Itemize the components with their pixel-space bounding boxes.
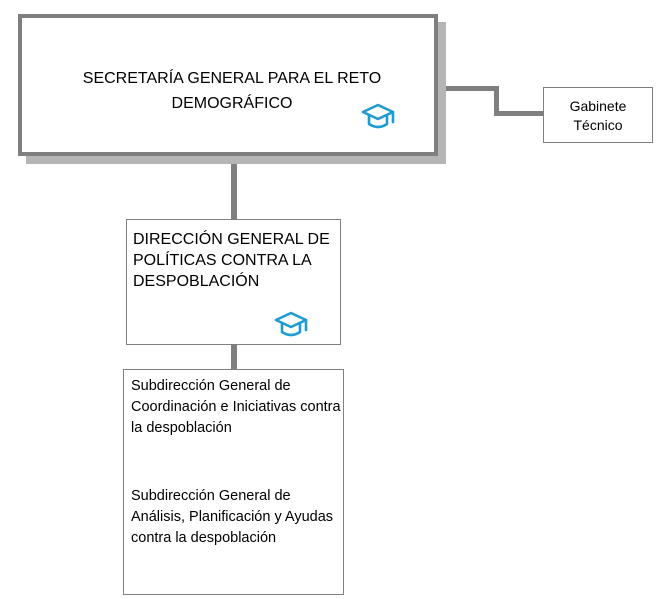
secretaria-general-title: SECRETARÍA GENERAL PARA EL RETO DEMOGRÁF… [82,70,382,112]
subdirecciones-box: Subdirección General de Coordinación e I… [123,369,344,595]
direccion-general-title: DIRECCIÓN GENERAL DE POLÍTICAS CONTRA LA… [133,231,330,290]
connector-main-to-gabinete-v [494,86,499,115]
secretaria-general-box[interactable]: SECRETARÍA GENERAL PARA EL RETO DEMOGRÁF… [18,14,438,156]
connector-main-to-gabinete-h2 [494,111,544,116]
subdireccion-item-coordinacion[interactable]: Subdirección General de Coordinación e I… [131,378,341,436]
graduation-cap-icon [361,103,395,129]
subdireccion-item-analisis[interactable]: Subdirección General de Análisis, Planif… [131,488,334,546]
connector-direccion-to-subdirecciones [231,345,237,370]
connector-main-to-direccion [231,160,237,220]
graduation-cap-icon [274,311,308,337]
gabinete-tecnico-label: Gabinete Técnico [569,98,627,133]
direccion-general-box[interactable]: DIRECCIÓN GENERAL DE POLÍTICAS CONTRA LA… [126,219,341,345]
connector-main-to-gabinete-h1 [438,86,498,91]
gabinete-tecnico-box[interactable]: Gabinete Técnico [543,87,653,143]
